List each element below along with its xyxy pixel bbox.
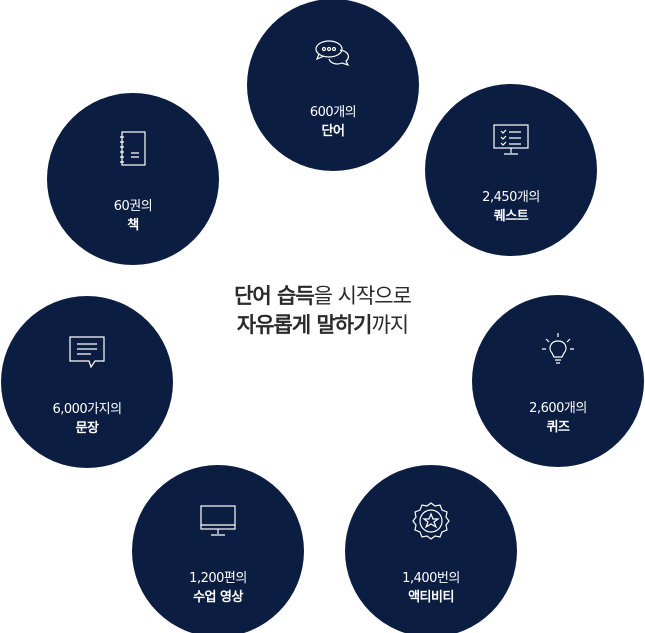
monitor-icon <box>200 505 236 536</box>
feature-label: 책 <box>127 218 139 233</box>
feature-activities: 1,400번의 액티비티 <box>345 465 517 633</box>
star-badge-icon <box>412 502 450 540</box>
notebook-icon <box>120 131 146 166</box>
headline-bold-1: 단어 습득 <box>234 284 315 308</box>
feature-words: 600개의 단어 <box>247 0 419 171</box>
feature-count: 1,200편의 <box>189 571 247 586</box>
feature-count: 600개의 <box>309 105 357 120</box>
feature-count: 2,450개의 <box>482 190 540 205</box>
feature-videos: 1,200편의 수업 영상 <box>132 465 304 633</box>
feature-count: 2,600개의 <box>529 401 587 416</box>
feature-label: 수업 영상 <box>193 590 243 605</box>
chat-bubbles-icon <box>315 40 350 67</box>
headline-rest-2: 까지 <box>371 313 409 337</box>
lightbulb-icon <box>542 333 574 364</box>
feature-sentences: 6,000가지의 문장 <box>1 296 173 468</box>
center-headline: 단어 습득을 시작으로 자유롭게 말하기까지 <box>180 282 465 340</box>
feature-count: 1,400번의 <box>402 571 460 586</box>
headline-bold-2: 자유롭게 말하기 <box>236 313 373 337</box>
feature-label: 퀴즈 <box>546 420 570 435</box>
feature-count: 6,000가지의 <box>52 402 122 417</box>
feature-count: 60권의 <box>113 199 153 214</box>
message-icon <box>69 336 105 369</box>
feature-quizzes: 2,600개의 퀴즈 <box>472 295 644 467</box>
feature-label: 액티비티 <box>408 590 454 605</box>
monitor-checklist-icon <box>493 124 529 155</box>
headline-rest-1: 을 시작으로 <box>313 284 412 308</box>
feature-label: 문장 <box>75 421 99 436</box>
feature-quests: 2,450개의 퀘스트 <box>425 84 597 256</box>
feature-label: 퀘스트 <box>493 209 529 224</box>
feature-books: 60권의 책 <box>47 93 219 265</box>
feature-label: 단어 <box>321 124 345 139</box>
